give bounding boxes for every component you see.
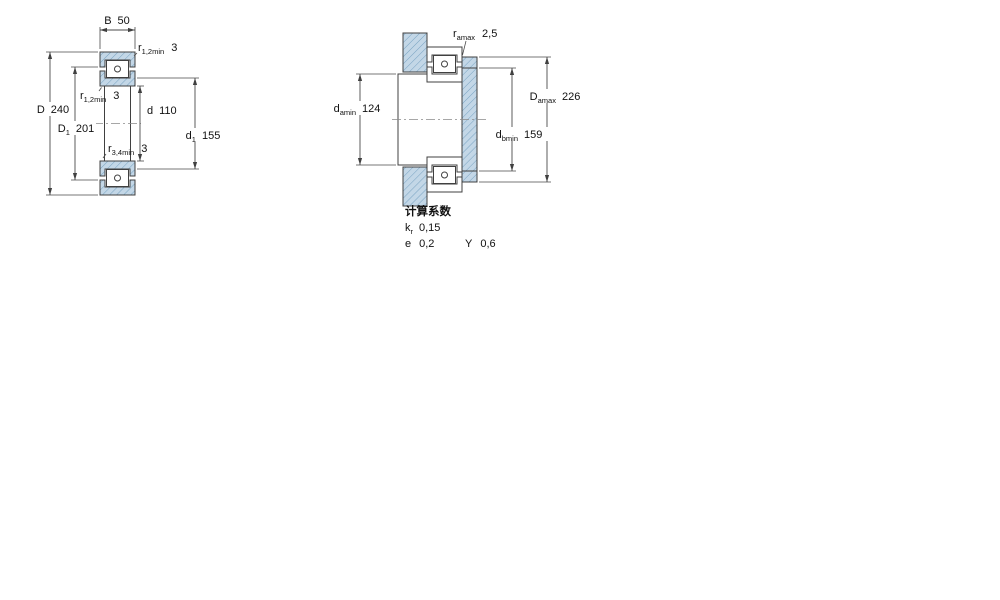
dim-D1-text: D1 201	[58, 123, 94, 137]
roller-bottom-axis-icon	[114, 174, 121, 182]
dim-D1-text-bg	[56, 121, 96, 135]
dim-D1-value: 201	[76, 123, 94, 135]
dim-r12-mid-value: 3	[113, 90, 119, 102]
dim-da-text-bg	[329, 101, 386, 115]
dim-r34-text: r3,4min 3	[108, 143, 147, 157]
leader-r34	[102, 153, 107, 159]
factor-kr-label: k	[405, 222, 411, 234]
dim-r12-top-sub: 1,2min	[142, 47, 165, 56]
dim-db-label: d	[496, 129, 502, 141]
dim-da-value: 124	[362, 103, 380, 115]
dim-da-label: d	[334, 103, 340, 115]
dim-db-text: dbmin 159	[496, 129, 543, 143]
outer-ring-bottom-section	[99, 179, 136, 196]
dim-r34-label: r	[108, 143, 112, 155]
dim-D-value: 240	[51, 104, 69, 116]
dim-ra-value: 2,5	[482, 28, 497, 40]
leader-r12-mid	[98, 87, 102, 92]
dim-r12-mid-text: r1,2min 3	[80, 90, 119, 104]
factor-e-value: 0,2	[419, 238, 434, 250]
factor-e-text: e 0,2	[405, 238, 434, 250]
dim-D1-sub: 1	[66, 128, 70, 137]
roller-bottom-axis-icon	[441, 171, 448, 179]
dim-d-value: 110	[159, 105, 177, 117]
dim-Da-label: D	[530, 91, 538, 103]
dim-D-label: D	[37, 104, 45, 116]
factor-e-label: e	[405, 238, 411, 250]
roller-top-axis-icon	[114, 65, 121, 73]
roller-top-axis-icon	[441, 60, 448, 68]
dim-db-sub: bmin	[502, 134, 518, 143]
dim-r34-sub: 3,4min	[112, 148, 135, 157]
outer-ring-top-section	[99, 51, 136, 68]
housing-bottom-section	[402, 166, 428, 207]
dim-db-value: 159	[524, 129, 542, 141]
dim-Da-text: Damax 226	[530, 91, 581, 105]
inner-ring-bottom-section	[99, 160, 136, 177]
calculation-factors-title: 计算系数	[405, 204, 451, 218]
dim-ra-text: ramax 2,5	[453, 28, 497, 42]
dim-D1-label: D	[58, 123, 66, 135]
dim-r12-mid-sub: 1,2min	[84, 95, 107, 104]
inner-ring-top-section	[99, 70, 136, 87]
dim-d1-text-bg	[184, 128, 222, 142]
dim-B-label: B	[104, 15, 111, 27]
dim-ra-sub: amax	[457, 33, 476, 42]
factor-kr-sub: r	[411, 227, 414, 236]
dim-da-text: damin 124	[334, 103, 381, 117]
dim-ra-label: r	[453, 28, 457, 40]
dim-D-text-bg	[35, 102, 71, 116]
dim-r12-top-label: r	[138, 42, 142, 54]
leader-r12-top	[133, 52, 138, 57]
factor-Y-value: 0,6	[480, 238, 495, 250]
dim-da-sub: amin	[340, 108, 356, 117]
leader-ra	[462, 40, 467, 56]
housing-top-section	[402, 32, 428, 73]
factor-Y-text: Y 0,6	[465, 238, 496, 250]
factor-kr-value: 0,15	[419, 222, 440, 234]
outer-ring-bottom	[426, 176, 463, 193]
dim-r12-top-value: 3	[171, 42, 177, 54]
dim-B-value: 50	[118, 15, 130, 27]
dim-B-text: B 50	[104, 15, 130, 27]
dim-r34-value: 3	[141, 143, 147, 155]
dim-d1-sub: 1	[192, 135, 196, 144]
dim-r12-top-text: r1,2min 3	[138, 42, 177, 56]
dim-Da-value: 226	[562, 91, 580, 103]
factor-kr-text: kr 0,15	[405, 222, 440, 236]
dim-d1-label: d	[186, 130, 192, 142]
dim-Da-sub: amax	[538, 96, 557, 105]
dim-r12-mid-label: r	[80, 90, 84, 102]
dim-d-label: d	[147, 105, 153, 117]
dim-D-text: D 240	[37, 104, 69, 116]
dim-d1-value: 155	[202, 130, 220, 142]
dim-d1-text: d1 155	[186, 130, 221, 144]
outer-ring-top	[426, 46, 463, 63]
dim-db-text-bg	[491, 127, 548, 141]
calculation-factors: 计算系数 kr 0,15 e 0,2 Y 0,6	[405, 204, 496, 250]
factor-Y-label: Y	[465, 238, 473, 250]
dim-d-text: d 110	[147, 105, 177, 117]
dim-Da-text-bg	[526, 89, 584, 103]
